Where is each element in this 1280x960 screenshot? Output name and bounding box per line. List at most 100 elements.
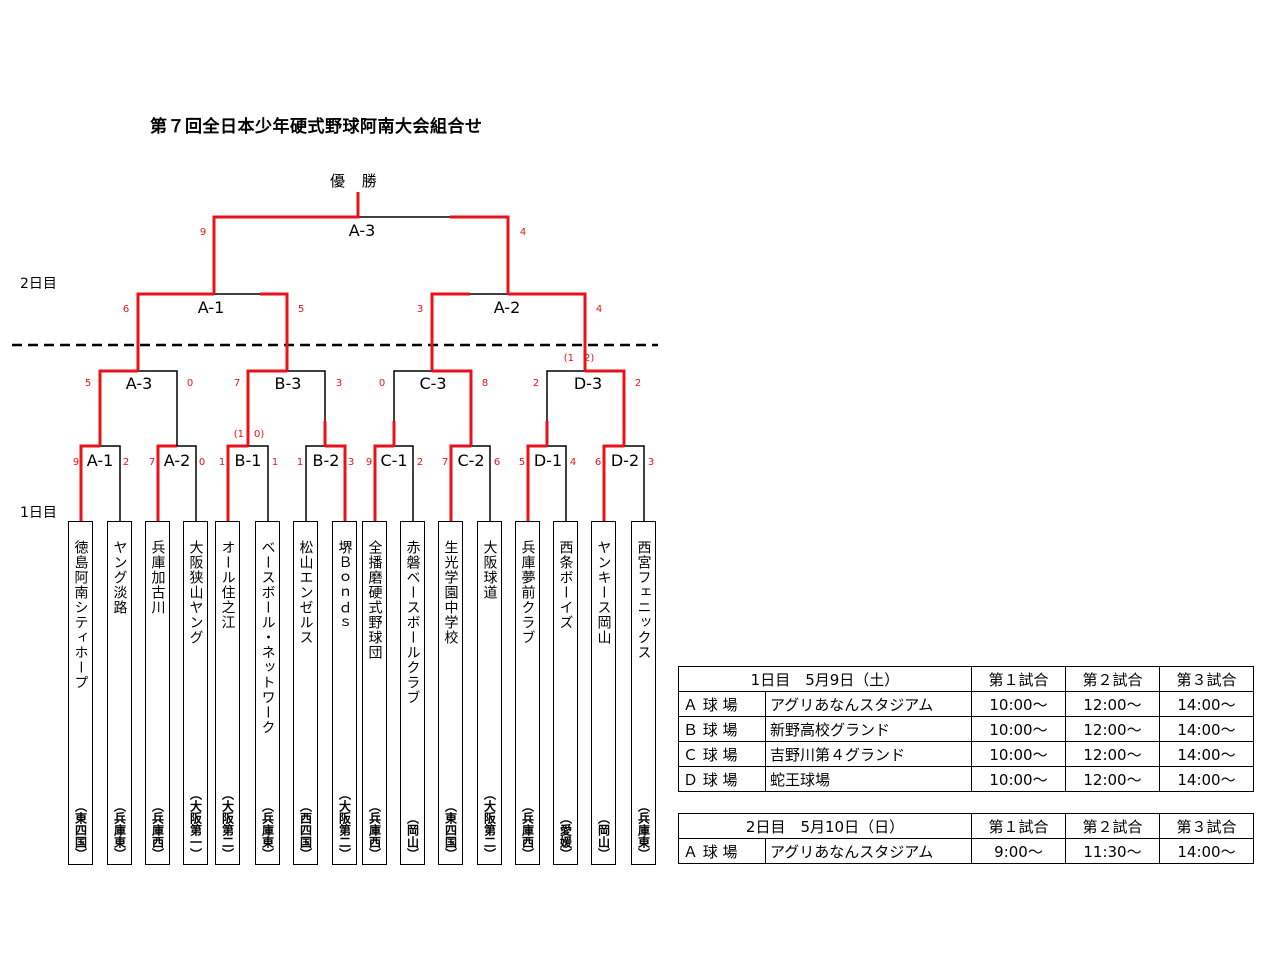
game-time: 11:30～	[1065, 838, 1160, 864]
score-sf-a1-left: 6	[123, 304, 129, 315]
score-qf-a3-left: 5	[85, 378, 91, 389]
champion-label: 優 勝	[330, 172, 383, 190]
label-final: A-3	[349, 221, 376, 240]
game-time: 14:00～	[1159, 716, 1254, 742]
game-time: 10:00～	[971, 741, 1066, 767]
team-name: 西宮フェニックス	[635, 540, 652, 660]
game-time: 10:00～	[971, 766, 1066, 792]
team-name: 大阪球道	[481, 540, 498, 600]
team-box: 兵庫夢前クラブ（兵庫西）	[515, 521, 540, 865]
label-r1-c1: C-1	[380, 451, 407, 470]
score-qf-a3-right: 0	[187, 378, 193, 389]
day1-label: 1日目	[20, 505, 57, 521]
game-time: 9:00～	[971, 838, 1066, 864]
game-time: 14:00～	[1159, 691, 1254, 717]
venue-name: 蛇王球場	[765, 766, 972, 792]
score-r1-b1-right: 1	[272, 457, 278, 468]
schedule-row: Ｄ 球 場 蛇王球場 10:00～ 12:00～ 14:00～	[678, 766, 1254, 792]
score-r1-c1-left: 9	[366, 457, 372, 468]
label-qf-b3: B-3	[275, 374, 302, 393]
label-r1-b1: B-1	[235, 451, 262, 470]
team-region: （東四国）	[443, 800, 458, 860]
label-r1-a1: A-1	[87, 451, 114, 470]
team-region: （岡山）	[596, 812, 611, 860]
team-region: （兵庫西）	[150, 800, 165, 860]
team-region: （岡山）	[405, 812, 420, 860]
score-qf-b3-left: 7	[234, 378, 240, 389]
team-region: （大阪第二）	[482, 788, 497, 860]
team-box: ヤンキース岡山 （岡山）	[591, 521, 616, 865]
team-name: 兵庫夢前クラブ	[519, 540, 536, 645]
score-r1-d1-right: 4	[570, 457, 576, 468]
team-box: 徳島阿南シティホープ（東四国）	[68, 521, 93, 865]
score-qf-c3-left: 0	[379, 378, 385, 389]
page-title: 第７回全日本少年硬式野球阿南大会組合せ	[150, 117, 483, 137]
team-region: （西四国）	[298, 800, 313, 860]
team-name: ヤンキース岡山	[595, 540, 612, 645]
schedule-game1-header: 第１試合	[971, 666, 1066, 692]
team-name: オール住之江	[219, 540, 236, 630]
score-r1-b2-right: 3	[348, 457, 354, 468]
label-r1-b2: B-2	[313, 451, 340, 470]
score-r1-a1-left: 9	[73, 457, 79, 468]
field-label: Ａ 球 場	[678, 691, 766, 717]
score-final-left: 9	[200, 227, 206, 238]
schedule-day2-table: 2日目 5月10日（日） 第１試合 第２試合 第３試合 Ａ 球 場 アグリあなん…	[678, 813, 1254, 864]
schedule-day1-table: 1日目 5月9日（土） 第１試合 第２試合 第３試合 Ａ 球 場 アグリあなんス…	[678, 666, 1254, 792]
team-name: 全播磨硬式野球団	[366, 540, 383, 660]
day2-label: 2日目	[20, 276, 57, 292]
team-box: 堺Ｂｏｎｄｓ（大阪第二）	[332, 521, 357, 865]
schedule-day-label: 1日目 5月9日（土）	[678, 666, 972, 692]
label-r1-a2: A-2	[164, 451, 191, 470]
match-final	[212, 192, 510, 294]
label-r1-d2: D-2	[611, 451, 639, 470]
team-name: 生光学園中学校	[442, 540, 459, 645]
field-label: Ａ 球 場	[678, 838, 766, 864]
game-time: 12:00～	[1065, 741, 1160, 767]
score-r1-a1-right: 2	[123, 457, 129, 468]
team-box: 赤磐ベースボールクラブ （岡山）	[400, 521, 425, 865]
score-r1-b1-left: 1	[219, 457, 225, 468]
team-name: 赤磐ベースボールクラブ	[404, 540, 421, 705]
score-sf-a1-right: 5	[298, 304, 304, 315]
team-region: （大阪第二）	[220, 788, 235, 860]
team-box: 松山エンゼルス（西四国）	[293, 521, 318, 865]
score-r1-d2-left: 6	[595, 457, 601, 468]
label-sf-a2: A-2	[494, 298, 521, 317]
team-region: （兵庫西）	[367, 800, 382, 860]
score-r1-d2-right: 3	[648, 457, 654, 468]
field-label: Ｃ 球 場	[678, 741, 766, 767]
schedule-header-row: 1日目 5月9日（土） 第１試合 第２試合 第３試合	[678, 666, 1254, 692]
field-label: Ｄ 球 場	[678, 766, 766, 792]
score-final-right: 4	[520, 227, 526, 238]
venue-name: 吉野川第４グランド	[765, 741, 972, 767]
schedule-game1-header: 第１試合	[971, 813, 1066, 839]
team-name: 徳島阿南シティホープ	[72, 540, 89, 690]
score-qf-d3-right: 2	[635, 378, 641, 389]
label-sf-a1: A-1	[198, 298, 225, 317]
label-qf-a3: A-3	[126, 374, 153, 393]
score-sf-a2-right: 4	[596, 304, 602, 315]
game-time: 10:00～	[971, 691, 1066, 717]
schedule-game2-header: 第２試合	[1065, 813, 1160, 839]
score-r1-a2-left: 7	[149, 457, 155, 468]
label-qf-c3: C-3	[419, 374, 446, 393]
team-name: ベースボール・ネットワーク	[259, 540, 276, 735]
game-time: 14:00～	[1159, 766, 1254, 792]
game-time: 12:00～	[1065, 766, 1160, 792]
schedule-game3-header: 第３試合	[1159, 813, 1254, 839]
team-name: 大阪狭山ヤング	[187, 540, 204, 645]
team-box: 大阪狭山ヤング（大阪第一）	[183, 521, 208, 865]
team-box: 生光学園中学校 （東四国）	[438, 521, 463, 865]
team-box: 兵庫加古川（兵庫西）	[145, 521, 170, 865]
score-r1-a2-right: 0	[199, 457, 205, 468]
score-qf-c3-right: 8	[482, 378, 488, 389]
team-region: （大阪第二）	[337, 788, 352, 860]
score-r1-c1-right: 2	[417, 457, 423, 468]
schedule-header-row: 2日目 5月10日（日） 第１試合 第２試合 第３試合	[678, 813, 1254, 839]
schedule-row: Ｃ 球 場 吉野川第４グランド 10:00～ 12:00～ 14:00～	[678, 741, 1254, 767]
team-name: 西条ボーイズ	[557, 540, 574, 630]
team-name: ヤング淡路	[111, 540, 128, 615]
team-box: オール住之江 （大阪第二）	[215, 521, 240, 865]
